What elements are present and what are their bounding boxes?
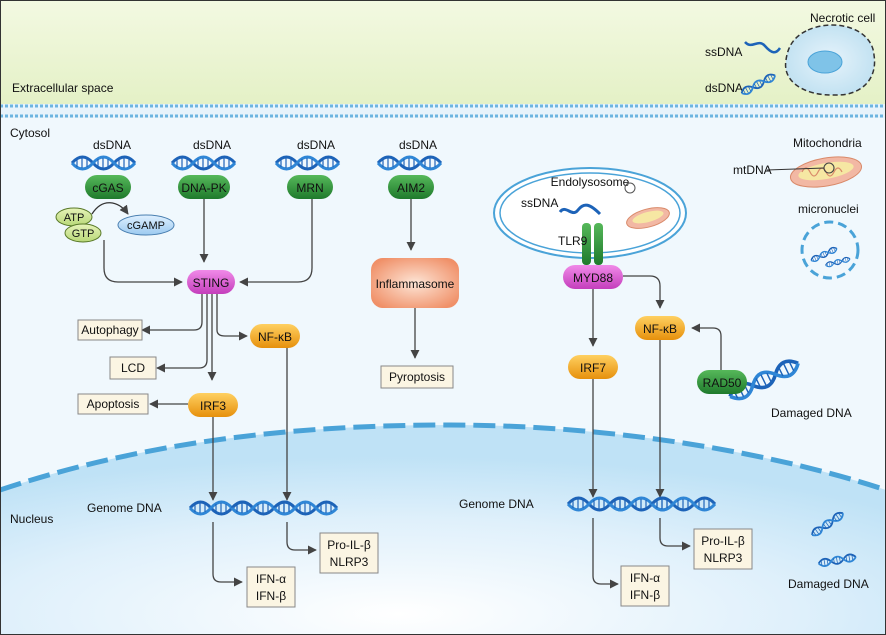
cgas-label: cGAS: [92, 181, 123, 195]
dsdna-extracellular-label: dsDNA: [705, 81, 743, 95]
cgamp-label: cGAMP: [127, 220, 165, 232]
sting-input-arrows: [103, 199, 313, 287]
sting-label: STING: [193, 276, 230, 290]
endolysosome-ssdna-icon: [558, 203, 602, 216]
inflammasome-node: Inflammasome: [371, 258, 459, 308]
cgas-dsdna-label: dsDNA: [93, 138, 131, 152]
myd88-label: MYD88: [573, 271, 613, 285]
necrotic-cell-label: Necrotic cell: [810, 11, 875, 25]
micronuclei-label: micronuclei: [798, 202, 859, 216]
sting-output-arrows: [141, 294, 248, 409]
tlr9-label: TLR9: [558, 234, 588, 248]
nuclear-envelope: [0, 422, 886, 493]
cgamp-node: cGAMP: [117, 214, 175, 236]
necrotic-cell: [784, 24, 876, 96]
atp-to-cgamp-arrow: [91, 202, 129, 215]
damaged-dna-nucleus-label: Damaged DNA: [788, 577, 869, 591]
left-nucleus-arrows: [208, 348, 317, 587]
atp-label: ATP: [64, 212, 85, 224]
irf7-node: IRF7: [568, 355, 618, 379]
rad50-node: RAD50: [697, 370, 747, 394]
ifn-beta-left-label: IFN-β: [256, 589, 286, 603]
mrn-dsdna-label: dsDNA: [297, 138, 335, 152]
endolysosome-mtdna-icon: [624, 182, 636, 194]
apoptosis-label: Apoptosis: [87, 397, 140, 411]
mtdna-label: mtDNA: [733, 163, 772, 177]
atp-node: ATP: [55, 207, 93, 227]
ifn-left-box: IFN-α IFN-β: [246, 566, 296, 608]
ssdna-extracellular-label: ssDNA: [705, 45, 742, 59]
nfkb-left-node: NF-κB: [250, 324, 300, 348]
irf7-label: IRF7: [580, 361, 606, 375]
myd88-output-arrows: [588, 275, 665, 347]
nucleus-label: Nucleus: [10, 512, 53, 526]
nfkb-left-label: NF-κB: [258, 330, 292, 344]
cgas-node: cGAS: [85, 175, 131, 199]
genome-dna-left-label: Genome DNA: [87, 501, 162, 515]
mtdna-pointer: [766, 167, 825, 171]
autophagy-box: Autophagy: [77, 319, 143, 341]
ifn-alpha-left-label: IFN-α: [256, 572, 286, 586]
mrn-label: MRN: [296, 181, 323, 195]
lcd-box: LCD: [109, 356, 157, 380]
pyroptosis-box: Pyroptosis: [380, 365, 454, 389]
pyroptosis-label: Pyroptosis: [389, 370, 445, 384]
cytosol-label: Cytosol: [10, 126, 50, 140]
ifn-right-box: IFN-α IFN-β: [620, 565, 670, 607]
aim2-dsdna-label: dsDNA: [399, 138, 437, 152]
genome-dna-right-label: Genome DNA: [459, 497, 534, 511]
ifn-beta-right-label: IFN-β: [630, 588, 660, 602]
irf3-node: IRF3: [188, 393, 238, 417]
endolysosome-mitochondria-icon: [626, 207, 670, 229]
proil-left-box: Pro-IL-β NLRP3: [319, 532, 379, 574]
tlr9-receptor: [582, 223, 603, 265]
extracellular-label: Extracellular space: [12, 81, 114, 95]
ifn-alpha-right-label: IFN-α: [630, 571, 660, 585]
pro-il-right-label: Pro-IL-β: [701, 534, 745, 548]
nfkb-right-node: NF-κB: [635, 316, 685, 340]
pro-il-left-label: Pro-IL-β: [327, 538, 371, 552]
lcd-label: LCD: [121, 361, 145, 375]
nlrp3-left-label: NLRP3: [330, 555, 369, 569]
myd88-node: MYD88: [563, 265, 623, 289]
dnapk-dsdna-label: dsDNA: [193, 138, 231, 152]
gtp-node: GTP: [64, 223, 102, 243]
endolysosome-label: Endolysosome: [551, 175, 630, 189]
ssdna-strand-icon: [744, 41, 782, 54]
right-nucleus-arrows: [588, 340, 691, 589]
damaged-dna-mid-label: Damaged DNA: [771, 406, 852, 420]
sting-node: STING: [187, 270, 235, 294]
nfkb-right-label: NF-κB: [643, 322, 677, 336]
dnapk-node: DNA-PK: [178, 175, 230, 199]
rad50-label: RAD50: [703, 376, 742, 390]
aim2-label: AIM2: [397, 181, 425, 195]
inflammasome-label: Inflammasome: [376, 277, 455, 291]
gtp-label: GTP: [72, 228, 95, 240]
rad50-to-nfkb-arrow: [691, 323, 722, 370]
endolysosome-ssdna-label: ssDNA: [521, 196, 558, 210]
apoptosis-box: Apoptosis: [77, 393, 149, 415]
irf3-label: IRF3: [200, 399, 226, 413]
mitochondria-label: Mitochondria: [793, 136, 862, 150]
dnapk-label: DNA-PK: [181, 181, 226, 195]
proil-right-box: Pro-IL-β NLRP3: [693, 528, 753, 570]
micronuclei-icon: [800, 220, 860, 280]
aim2-node: AIM2: [388, 175, 434, 199]
mrn-node: MRN: [287, 175, 333, 199]
extracellular-background: [0, 0, 886, 112]
autophagy-label: Autophagy: [81, 323, 138, 337]
nlrp3-right-label: NLRP3: [704, 551, 743, 565]
cell-membrane: [0, 104, 886, 118]
